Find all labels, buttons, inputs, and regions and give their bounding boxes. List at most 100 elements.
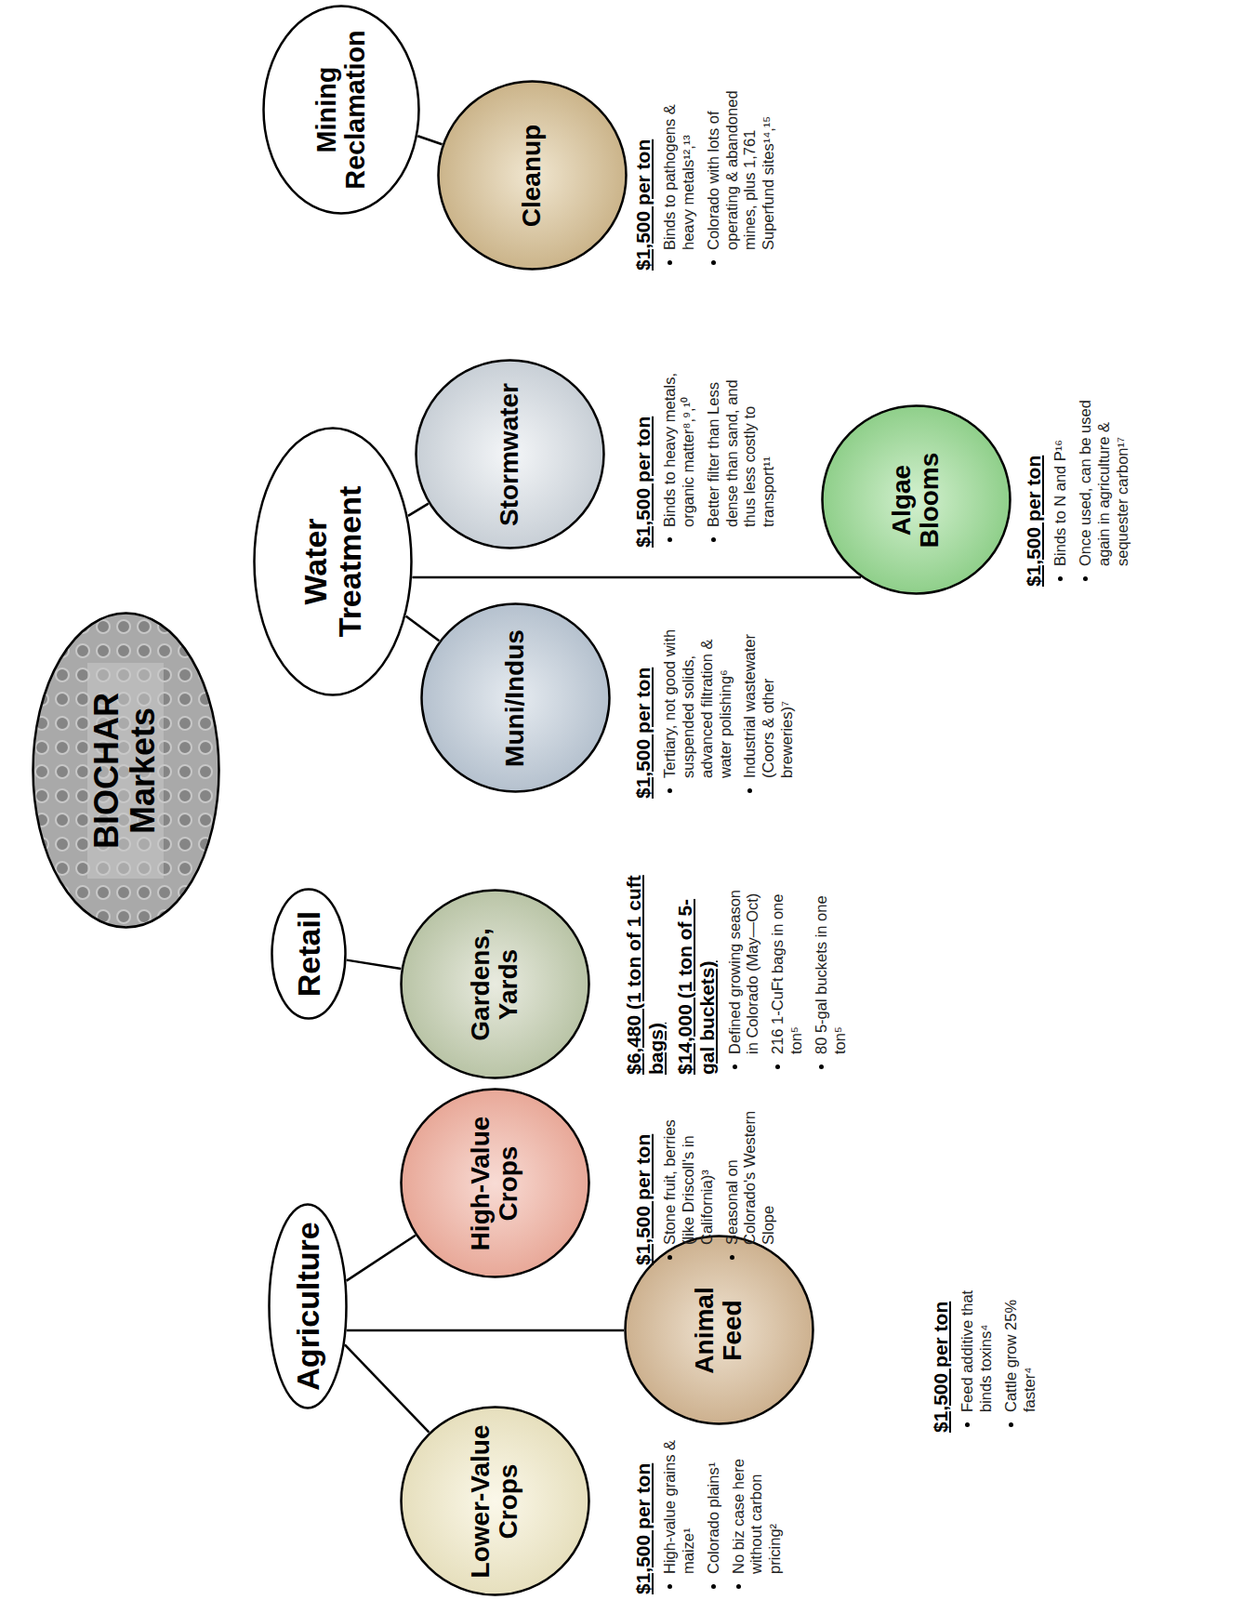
bullet-text: No biz case here without carbon pricing²	[729, 1458, 784, 1574]
label-group: $1,500 per ton Tertiary, not good with su…	[632, 612, 804, 799]
bullet-dot	[667, 1584, 673, 1589]
bullet-text: Industrial wastewater (Coors & other bre…	[740, 634, 795, 779]
outline-shape	[269, 1204, 347, 1409]
outline-shape	[272, 889, 346, 1019]
outline-shape	[821, 406, 1010, 595]
bullet-dot	[1057, 576, 1063, 582]
node-label: Lower-Value Crops	[466, 1418, 523, 1585]
market-circle: High-Value Crops	[399, 1088, 591, 1280]
node-label: BIOCHAR Markets	[87, 662, 164, 879]
bullet-text: 216 1-CuFt bags in one ton⁵	[768, 894, 805, 1055]
category-ellipse: Water Treatment	[252, 426, 413, 697]
bullet-dot	[711, 260, 716, 265]
outline-shape	[400, 890, 589, 1079]
price-label: $6,480 (1 ton of 1 cuft bags)	[622, 874, 668, 1075]
market-circle: Algae Blooms	[820, 405, 1012, 596]
bullet-dot	[667, 1255, 673, 1260]
category-ellipse: Retail	[270, 887, 347, 1020]
bullet-item: Colorado plains¹	[704, 1430, 724, 1595]
node-label: Cleanup	[517, 124, 546, 227]
bullet-item: Colorado with lots of operating & abando…	[704, 66, 779, 271]
bullet-text: Cattle grow 25% faster⁴	[1002, 1299, 1038, 1413]
connector-line	[411, 576, 861, 580]
market-circle: Cleanup	[436, 80, 628, 272]
bullet-item: Binds to N and P¹⁶	[1051, 391, 1071, 587]
price-label: $1,500 per ton	[632, 1430, 655, 1595]
bullet-dot	[711, 1584, 716, 1589]
bullet-item: Defined growing season in Colorado (May—…	[726, 874, 764, 1075]
bullet-dot	[1008, 1422, 1014, 1428]
bullet-item: 216 1-CuFt bags in one ton⁵	[768, 874, 807, 1075]
bullet-text: Binds to N and P¹⁶	[1051, 439, 1069, 567]
bullet-item: High-value grains & maize¹	[661, 1430, 699, 1595]
price-label: $1,500 per ton	[632, 361, 655, 548]
bullet-item: Once used, can be used again in agricult…	[1076, 391, 1132, 587]
category-ellipse: Mining Reclamation	[262, 4, 421, 215]
bullet-dot	[819, 1064, 824, 1070]
label-group: $1,500 per ton High-value grains & maize¹…	[632, 1430, 792, 1595]
node-label: Mining Reclamation	[312, 16, 371, 203]
connector-line	[417, 135, 442, 145]
bullet-dot	[736, 1584, 741, 1589]
market-circle: Lower-Value Crops	[399, 1406, 591, 1598]
connector-line	[346, 1329, 624, 1333]
connector-line	[406, 616, 440, 642]
bullet-text: Feed additive that binds toxins⁴	[958, 1290, 994, 1413]
label-group: $1,500 per ton Binds to heavy metals, org…	[632, 361, 785, 548]
bullet-dot	[747, 788, 753, 794]
label-group: $1,500 per ton Binds to pathogens & heavy…	[632, 66, 785, 271]
outline-shape	[400, 1407, 589, 1596]
bullet-item: Cattle grow 25% faster⁴	[1002, 1256, 1040, 1433]
label-group: $1,500 per ton Feed additive that binds t…	[929, 1256, 1045, 1433]
bullet-text: Stone fruit, berries (like Driscoll's in…	[661, 1119, 715, 1245]
price-label: $14,000 (1 ton of 5-gal buckets)	[674, 874, 719, 1075]
bullet-text: Better filter than Less dense than sand,…	[704, 379, 777, 528]
bullet-dot	[732, 1064, 738, 1070]
connector-line	[408, 503, 429, 516]
node-label: Water Treatment	[298, 463, 367, 660]
bullet-item: Seasonal on Colorado's Western Slope	[723, 1093, 779, 1266]
node-label: Muni/Indus	[501, 629, 529, 767]
node-label: Stormwater	[495, 383, 524, 527]
price-label: $1,500 per ton	[632, 612, 655, 799]
bullet-text: Binds to pathogens & heavy metals¹²,¹³	[661, 104, 697, 251]
bullet-text: Tertiary, not good with suspended solids…	[661, 629, 733, 779]
bullet-text: Defined growing season in Colorado (May—…	[726, 889, 762, 1055]
bullet-text: High-value grains & maize¹	[661, 1440, 697, 1574]
bullet-dot	[667, 788, 673, 794]
bullet-dot	[775, 1064, 781, 1070]
bullet-dot	[965, 1422, 970, 1428]
node-label: Gardens, Yards	[466, 922, 523, 1048]
bullet-dot	[667, 260, 673, 265]
bullet-text: 80 5-gal buckets in one ton⁵	[812, 895, 848, 1055]
bullet-text: Colorado with lots of operating & abando…	[704, 90, 777, 251]
bullet-item: Binds to pathogens & heavy metals¹²,¹³	[661, 66, 699, 271]
price-label: $1,500 per ton	[632, 1093, 655, 1266]
outline-shape	[264, 6, 420, 214]
outline-shape	[421, 604, 609, 793]
bullet-dot	[711, 537, 716, 543]
market-circle: Stormwater	[414, 359, 606, 551]
node-label: Retail	[291, 911, 327, 998]
price-label: $1,500 per ton	[1022, 391, 1045, 587]
bullet-item: Tertiary, not good with suspended solids…	[661, 612, 735, 799]
outline-shape	[32, 613, 219, 928]
outline-shape	[415, 360, 604, 549]
bullet-item: Industrial wastewater (Coors & other bre…	[740, 612, 796, 799]
connector-line	[344, 1344, 430, 1432]
price-label: $1,500 per ton	[632, 66, 655, 271]
label-group: $6,480 (1 ton of 1 cuft bags)$14,000 (1 …	[622, 874, 856, 1075]
bullet-text: Binds to heavy metals, organic matter⁸,⁹…	[661, 372, 697, 528]
node-label: Algae Blooms	[887, 442, 944, 559]
node-label: High-Value Crops	[466, 1100, 523, 1267]
bullet-item: Better filter than Less dense than sand,…	[704, 361, 779, 548]
price-label: $1,500 per ton	[929, 1256, 952, 1433]
bullet-item: No biz case here without carbon pricing²	[729, 1430, 785, 1595]
bullet-item: 80 5-gal buckets in one ton⁵	[812, 874, 850, 1075]
bullet-dot	[729, 1255, 735, 1260]
connector-line	[346, 960, 401, 969]
outline-shape	[400, 1089, 589, 1278]
category-ellipse: Agriculture	[267, 1203, 348, 1410]
market-circle: Muni/Indus	[420, 603, 611, 794]
